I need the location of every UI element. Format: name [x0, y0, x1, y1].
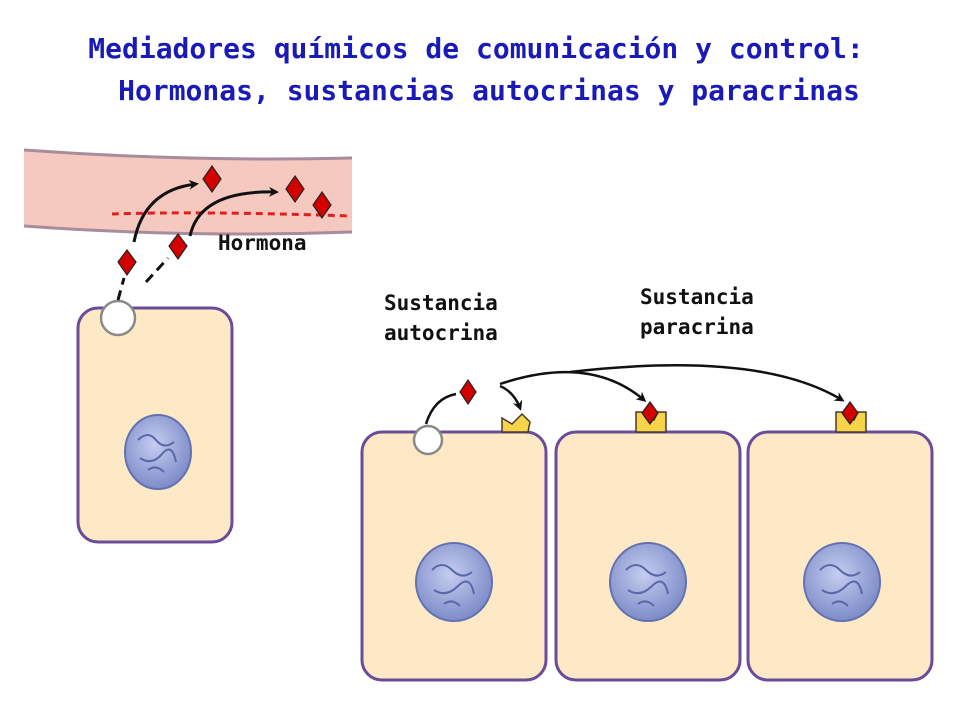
- paracrine-arrow-2: [569, 364, 845, 402]
- paracrine-molecule: [841, 400, 859, 426]
- nucleus: [124, 414, 192, 490]
- nucleus: [609, 542, 687, 622]
- blood-vessel: [23, 148, 353, 236]
- paracrine-arrow-1: [499, 370, 647, 402]
- nucleus: [803, 542, 881, 622]
- hormone-secretion-dash: [116, 277, 126, 301]
- hormone-molecule: [312, 190, 332, 220]
- endocrine-cell: [76, 299, 234, 544]
- secretory-vesicle: [99, 299, 137, 337]
- autocrine-label-line-1: Sustancia: [384, 291, 498, 315]
- autocrine-arrow: [499, 384, 523, 411]
- paracrine-cell-1: [554, 430, 742, 682]
- hormone-secretion-dash-2: [144, 256, 170, 284]
- receptor: [501, 412, 531, 433]
- paracrine-label-line-2: paracrina: [640, 315, 754, 339]
- autocrine-cell: [360, 424, 548, 682]
- hormone-arrow-2: [188, 186, 279, 237]
- hormone-molecule: [285, 174, 305, 204]
- hormone-molecule: [202, 164, 222, 194]
- hormone-molecule: [117, 249, 137, 277]
- page-title: Mediadores químicos de comunicación y co…: [0, 28, 960, 112]
- hormone-arrow-1: [132, 179, 199, 243]
- autocrine-label: Sustancia autocrina: [384, 288, 498, 348]
- paracrine-cell-2: [746, 430, 934, 682]
- secretory-vesicle: [412, 424, 444, 456]
- autocrine-molecule: [459, 378, 477, 406]
- paracrine-label-line-1: Sustancia: [640, 285, 754, 309]
- hormone-molecules: [117, 164, 332, 277]
- autocrine-label-line-2: autocrina: [384, 321, 498, 345]
- nucleus: [415, 542, 493, 622]
- autocrine-secretion-line: [424, 392, 457, 425]
- title-line-1: Mediadores químicos de comunicación y co…: [88, 32, 864, 65]
- title-line-2: Hormonas, sustancias autocrinas y paracr…: [118, 74, 860, 107]
- paracrine-label: Sustancia paracrina: [640, 282, 754, 342]
- hormone-label: Hormona: [218, 231, 307, 255]
- paracrine-molecule: [641, 400, 659, 426]
- hormone-molecule: [168, 233, 188, 261]
